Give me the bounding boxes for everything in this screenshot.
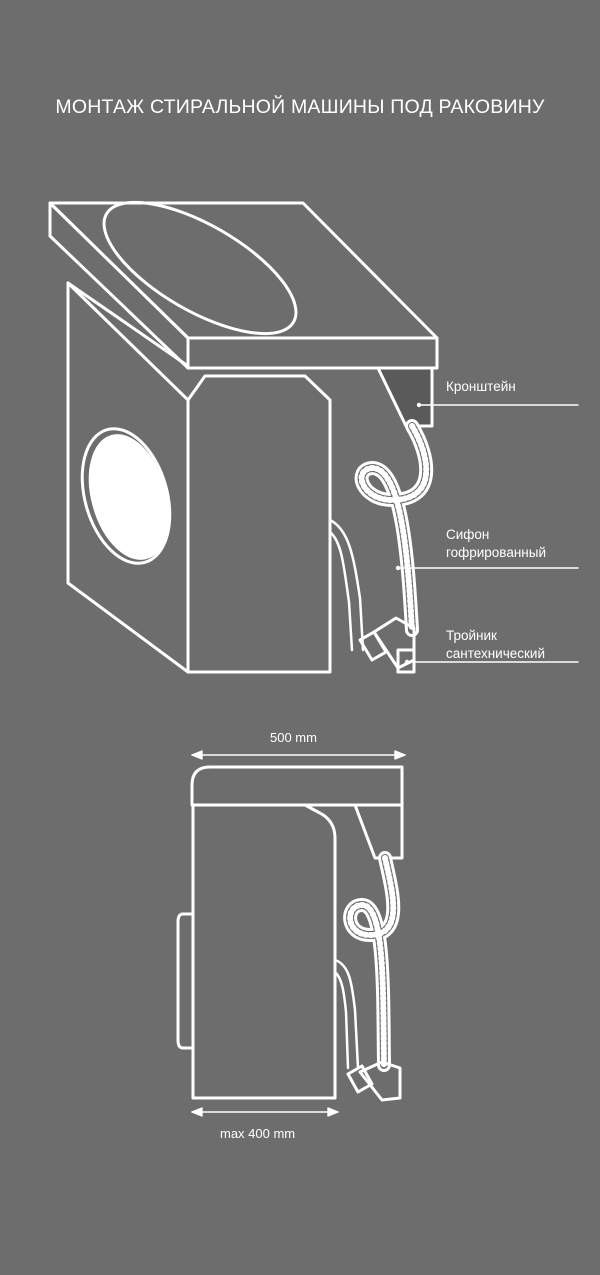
- drain-hose-iso: [328, 518, 365, 652]
- washer-side: [191, 803, 337, 1100]
- bracket-label: Кронштейн: [446, 379, 516, 394]
- bracket-iso: [376, 366, 434, 428]
- isometric-view: [48, 200, 579, 674]
- callout-lines: [397, 404, 579, 663]
- washer-front-panel: [186, 374, 332, 674]
- washing-machine-iso: [66, 281, 332, 674]
- siphon-label-line1: Сифон: [446, 527, 490, 542]
- washer-door-glass: [88, 434, 170, 560]
- sink-bowl: [102, 200, 298, 336]
- countertop-iso: [48, 200, 439, 370]
- depth-dimension-label: max 400 mm: [220, 1126, 296, 1141]
- siphon-outline-iso: [354, 419, 434, 637]
- depth-dimension-arrow: [191, 1107, 339, 1117]
- drain-hose-side: [333, 958, 360, 1070]
- washer-door-side: [176, 912, 195, 1050]
- tee-fitting-iso: [358, 616, 416, 674]
- width-dimension-label: 500 mm: [270, 730, 317, 745]
- countertop-front-edge: [186, 336, 439, 370]
- bracket-side: [353, 803, 404, 860]
- washer-door-rim: [80, 427, 172, 565]
- tee-label-line2: сантехнический: [446, 646, 545, 661]
- width-dimension-arrow: [191, 750, 406, 760]
- side-view: [176, 750, 406, 1117]
- countertop-top: [48, 201, 439, 340]
- page-title: МОНТАЖ СТИРАЛЬНОЙ МАШИНЫ ПОД РАКОВИНУ: [55, 96, 545, 118]
- tee-fitting-side: [346, 1060, 402, 1102]
- countertop-side: [190, 765, 404, 807]
- siphon-label-line2: гофрированный: [446, 545, 546, 560]
- tee-label-line1: Тройник: [446, 628, 497, 643]
